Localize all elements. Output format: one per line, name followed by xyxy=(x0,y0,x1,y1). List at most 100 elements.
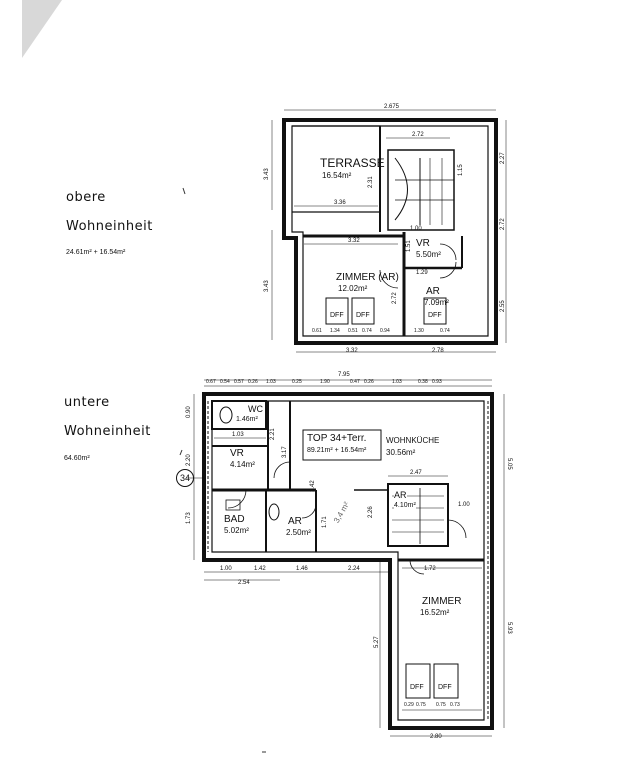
lower-dim-t6: 0.25 xyxy=(292,379,302,385)
upper-unit-plan xyxy=(271,109,507,353)
upper-vr-area: 5.50m² xyxy=(416,250,441,259)
lower-dim-right-lower: 5.93 xyxy=(506,622,512,634)
lower-wc-area: 1.46m² xyxy=(236,416,258,423)
upper-dim-zimmer-h: 2.72 xyxy=(392,292,398,304)
lower-ar2-name: AR xyxy=(288,516,302,527)
lower-dim-b2: 1.42 xyxy=(254,566,266,572)
lower-dim-t5: 1.03 xyxy=(266,379,276,385)
upper-dim-win5: 0.94 xyxy=(380,328,390,334)
lower-dim-b3: 1.46 xyxy=(296,566,308,572)
upper-zimmer-name: ZIMMER (AR) xyxy=(336,272,399,283)
lower-dim-s2: 1.72 xyxy=(424,566,436,572)
lower-dim-left-mid: 2.20 xyxy=(186,454,192,466)
upper-ar-area: 7.09m² xyxy=(424,298,449,307)
upper-zimmer-area: 12.02m² xyxy=(338,284,368,293)
lower-dim-t12: 0.93 xyxy=(432,379,442,385)
upper-dim-win2: 1.34 xyxy=(330,328,340,334)
lower-zimmer-area: 16.52m² xyxy=(420,608,450,617)
lower-vr-area: 4.14m² xyxy=(230,460,255,469)
upper-dim-terrasse-h: 2.31 xyxy=(368,176,374,188)
lower-dim-top-overall: 7.95 xyxy=(338,372,350,378)
lower-dim-b4: 2.24 xyxy=(348,566,360,572)
upper-dim-top-inner: 2.72 xyxy=(412,132,424,138)
upper-unit-title-line2: Wohneinheit xyxy=(66,219,153,234)
lower-dim-t7: 1.90 xyxy=(320,379,330,385)
upper-ar-name: AR xyxy=(426,286,440,297)
lower-vr-name: VR xyxy=(230,448,244,459)
lower-dim-stair-h: 2.26 xyxy=(368,506,374,518)
lower-dim-ar2-h: 1.71 xyxy=(322,516,328,528)
upper-dim-win3: 0.51 xyxy=(348,328,358,334)
lower-unit-title-line1: untere xyxy=(64,395,110,410)
lower-dim-t1: 0.67 xyxy=(206,379,216,385)
upper-dim-right-low: 2.55 xyxy=(500,300,506,312)
upper-dim-right-mid: 2.72 xyxy=(500,218,506,230)
upper-dff-2: DFF xyxy=(356,312,370,319)
upper-dim-terrasse-w: 3.36 xyxy=(334,200,346,206)
lower-top-area: 89.21m² + 16.54m² xyxy=(307,447,367,454)
upper-dim-bottom-right: 2.78 xyxy=(432,348,444,354)
lower-top-label: TOP 34+Terr. xyxy=(307,433,367,444)
upper-dff-3: DFF xyxy=(428,312,442,319)
upper-dim-bottom-left: 3.32 xyxy=(346,348,358,354)
lower-dim-t2: 0.54 xyxy=(220,379,230,385)
lower-dim-t8: 0.47 xyxy=(350,379,360,385)
lower-dim-t9: 0.26 xyxy=(364,379,374,385)
upper-dim-right-top: 2.27 xyxy=(500,152,506,164)
upper-dim-win6: 1.30 xyxy=(414,328,424,334)
upper-dff-1: DFF xyxy=(330,312,344,319)
lower-dim-s1: 1.00 xyxy=(458,502,470,508)
upper-dim-stair-w: 1.00 xyxy=(410,226,422,232)
upper-terrasse-name: TERRASSE xyxy=(320,156,385,170)
lower-dim-zimmer-bottom: 2.80 xyxy=(430,734,442,740)
lower-bad-name: BAD xyxy=(224,514,245,525)
lower-dim-b1: 1.00 xyxy=(220,566,232,572)
lower-dim-zw1: 0.29 xyxy=(404,702,414,708)
lower-dim-right-upper: 5.05 xyxy=(506,458,512,470)
lower-bad-area: 5.02m² xyxy=(224,526,249,535)
lower-zimmer-name: ZIMMER xyxy=(422,596,462,607)
lower-wohn-area: 30.56m² xyxy=(386,448,416,457)
upper-dim-vr-w: 1.51 xyxy=(406,240,412,252)
lower-wc-name: WC xyxy=(248,404,263,414)
lower-dim-vr-h2: 3.17 xyxy=(282,446,288,458)
lower-ar1-name: AR xyxy=(394,490,407,500)
upper-dim-win4: 0.74 xyxy=(362,328,372,334)
scan-corner-artifact xyxy=(22,0,62,58)
lower-dim-vr-h: 2.21 xyxy=(270,428,276,440)
upper-dim-win7: 0.74 xyxy=(440,328,450,334)
lower-dim-t10: 1.03 xyxy=(392,379,402,385)
lower-dim-t3: 0.57 xyxy=(234,379,244,385)
lower-unit-plan xyxy=(186,379,505,737)
lower-dim-zw4: 0.73 xyxy=(450,702,460,708)
unit-number-badge: 34 xyxy=(176,469,194,487)
lower-wohn-name: WOHNKÜCHE xyxy=(386,436,440,445)
lower-unit-area: 64.60m² xyxy=(64,455,90,462)
lower-dim-left-top: 0.90 xyxy=(186,406,192,418)
lower-ar2-area: 2.50m² xyxy=(286,528,311,537)
lower-dim-zw3: 0.75 xyxy=(436,702,446,708)
lower-dim-ar-h: 3.42 xyxy=(310,480,316,492)
upper-dim-left-lower: 3.43 xyxy=(264,280,270,292)
lower-dim-zw2: 0.75 xyxy=(416,702,426,708)
upper-dim-ar-w: 1.29 xyxy=(416,270,428,276)
upper-dim-win1: 0.61 xyxy=(312,328,322,334)
upper-unit-title-line1: obere xyxy=(66,190,106,205)
lower-dff-1: DFF xyxy=(410,684,424,691)
lower-dim-t4: 0.26 xyxy=(248,379,258,385)
lower-dim-left-low: 1.73 xyxy=(186,512,192,524)
upper-unit-area: 24.61m² + 16.54m² xyxy=(66,249,126,256)
lower-ar1-area: 4.10m² xyxy=(394,502,416,509)
upper-vr-name: VR xyxy=(416,238,430,249)
upper-dim-left-upper: 3.43 xyxy=(264,168,270,180)
lower-dff-2: DFF xyxy=(438,684,452,691)
upper-terrasse-area: 16.54m² xyxy=(322,171,352,180)
upper-dim-stair-v: 1.15 xyxy=(458,164,464,176)
lower-unit-title-line2: Wohneinheit xyxy=(64,424,151,439)
lower-dim-stair-w: 2.47 xyxy=(410,470,422,476)
upper-dim-zimmer-w: 3.32 xyxy=(348,238,360,244)
lower-dim-zimmer-left: 5.27 xyxy=(374,636,380,648)
lower-dim-b5: 2.54 xyxy=(238,580,250,586)
